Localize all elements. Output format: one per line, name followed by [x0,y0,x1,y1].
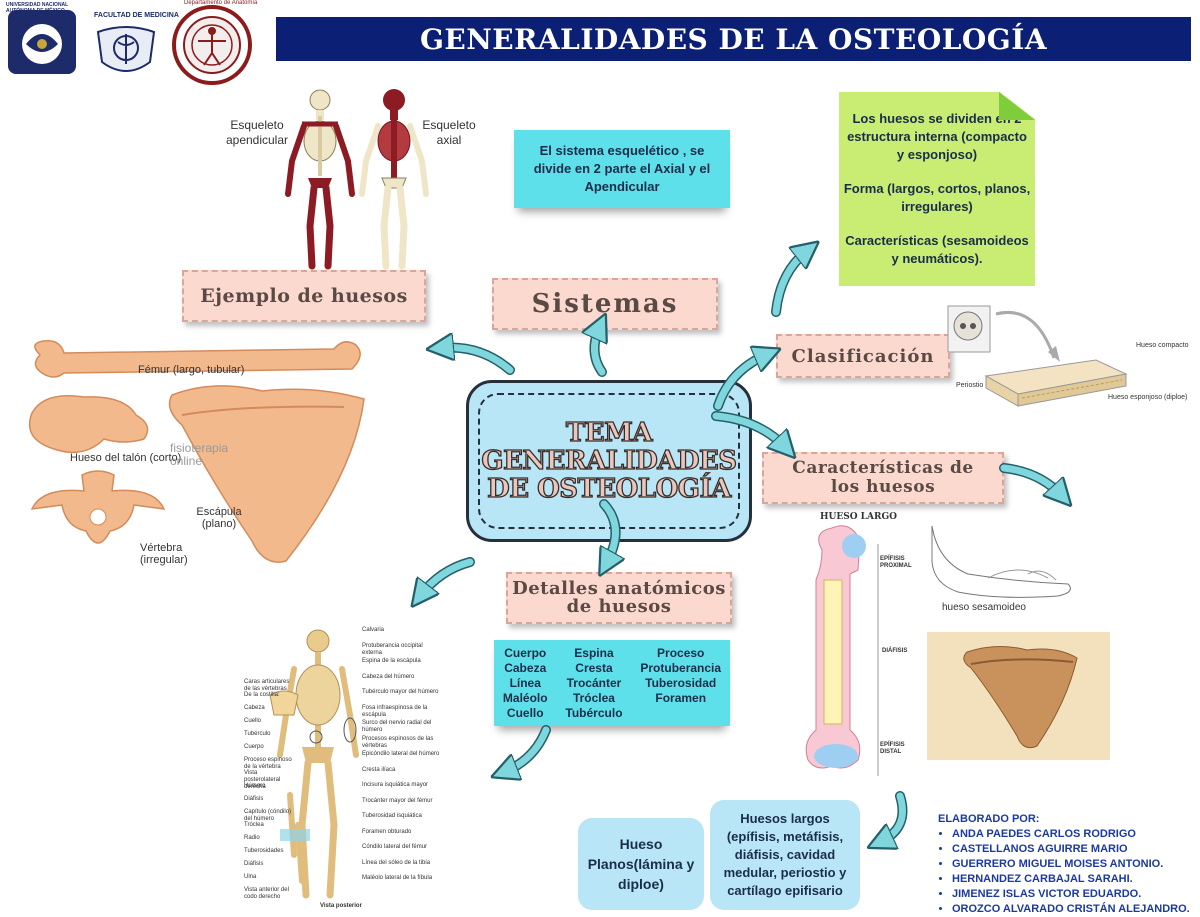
arrow-to-ejemplo [440,347,510,370]
arrow-to-caracteristicas [716,416,786,448]
arrow-to-credits [880,796,903,842]
arrow-to-detalles [604,504,616,564]
arrow-to-posterior-skeleton [504,730,546,772]
arrow-to-bones-example [420,562,470,596]
arrow-to-long-bone [1004,468,1062,496]
arrow-to-clasificacion [718,354,768,406]
arrow-to-sistemas [594,326,602,372]
arrow-to-note [776,250,808,312]
